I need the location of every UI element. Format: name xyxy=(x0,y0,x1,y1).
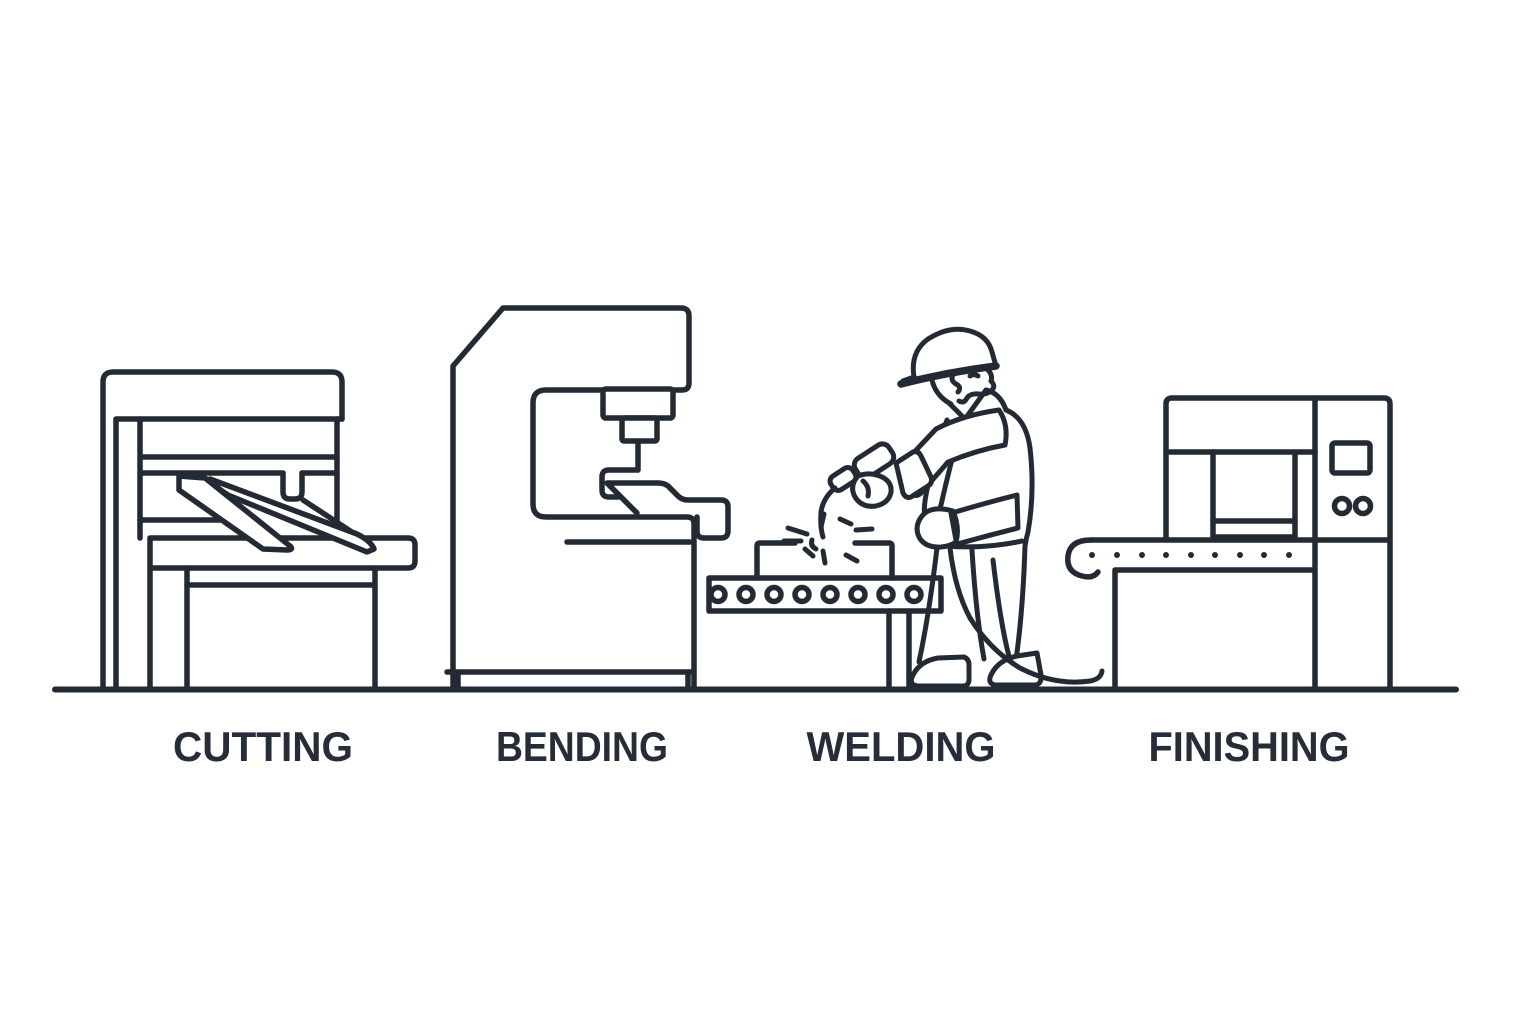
conveyor-rollers xyxy=(708,584,924,605)
cutting-frame xyxy=(100,369,345,692)
finishing-button-2 xyxy=(1352,495,1374,517)
welder-right-glove xyxy=(850,471,894,509)
station-label-finishing: FINISHING xyxy=(1149,723,1350,770)
finishing-machine-illustration xyxy=(1065,395,1393,692)
welding-table-legs xyxy=(886,608,912,692)
finishing-button-1 xyxy=(1331,495,1353,517)
finishing-belt-cap xyxy=(1065,537,1101,580)
welder-shoe-back xyxy=(987,650,1044,688)
welder-figure xyxy=(781,326,1105,689)
welder-cuff xyxy=(893,449,935,500)
spark-burst xyxy=(781,511,875,566)
bending-ram-block xyxy=(600,386,676,421)
torch-wire xyxy=(818,485,838,540)
welding-conveyor-frame xyxy=(706,575,944,614)
bending-ram-block-small xyxy=(619,415,660,444)
hard-hat-brim xyxy=(897,362,1000,388)
bending-plinth xyxy=(455,669,691,692)
station-label-cutting: CUTTING xyxy=(173,723,353,770)
welder-thumb xyxy=(860,478,871,499)
welding-station-illustration xyxy=(706,326,1105,692)
finishing-cabinet xyxy=(1163,395,1393,692)
cutting-blade xyxy=(176,473,295,553)
cutting-sheet xyxy=(207,476,377,555)
cutting-legs xyxy=(147,565,378,692)
bending-punch xyxy=(599,467,640,500)
welder-shoe-front xyxy=(908,654,972,689)
welding-workpiece xyxy=(754,540,895,581)
welder-legs xyxy=(916,545,1013,665)
finishing-base-box xyxy=(1112,567,1316,692)
station-label-bending: BENDING xyxy=(496,723,668,770)
finishing-hood xyxy=(1210,449,1298,540)
welding-cable xyxy=(947,545,1105,685)
welder-left-glove-crease xyxy=(948,510,959,543)
welding-torch-head xyxy=(827,465,859,493)
cutting-machine-illustration xyxy=(100,369,418,692)
bending-body xyxy=(450,305,697,692)
cutting-frame-inner-post xyxy=(113,416,345,692)
welder-ear xyxy=(949,368,963,395)
belt-dots xyxy=(1089,552,1292,558)
bending-sheet-fold-line xyxy=(605,481,640,516)
welder-face xyxy=(956,367,997,405)
bending-machine-illustration xyxy=(444,305,731,692)
welder-eye xyxy=(967,372,981,379)
welder-back xyxy=(1003,407,1035,663)
finishing-screen xyxy=(1329,440,1373,476)
welding-torch-grip xyxy=(851,441,897,481)
station-label-welding: WELDING xyxy=(807,723,996,770)
cutting-clamp-notch xyxy=(280,470,305,502)
bending-sheet xyxy=(604,480,731,541)
welder-head-back xyxy=(929,377,954,407)
